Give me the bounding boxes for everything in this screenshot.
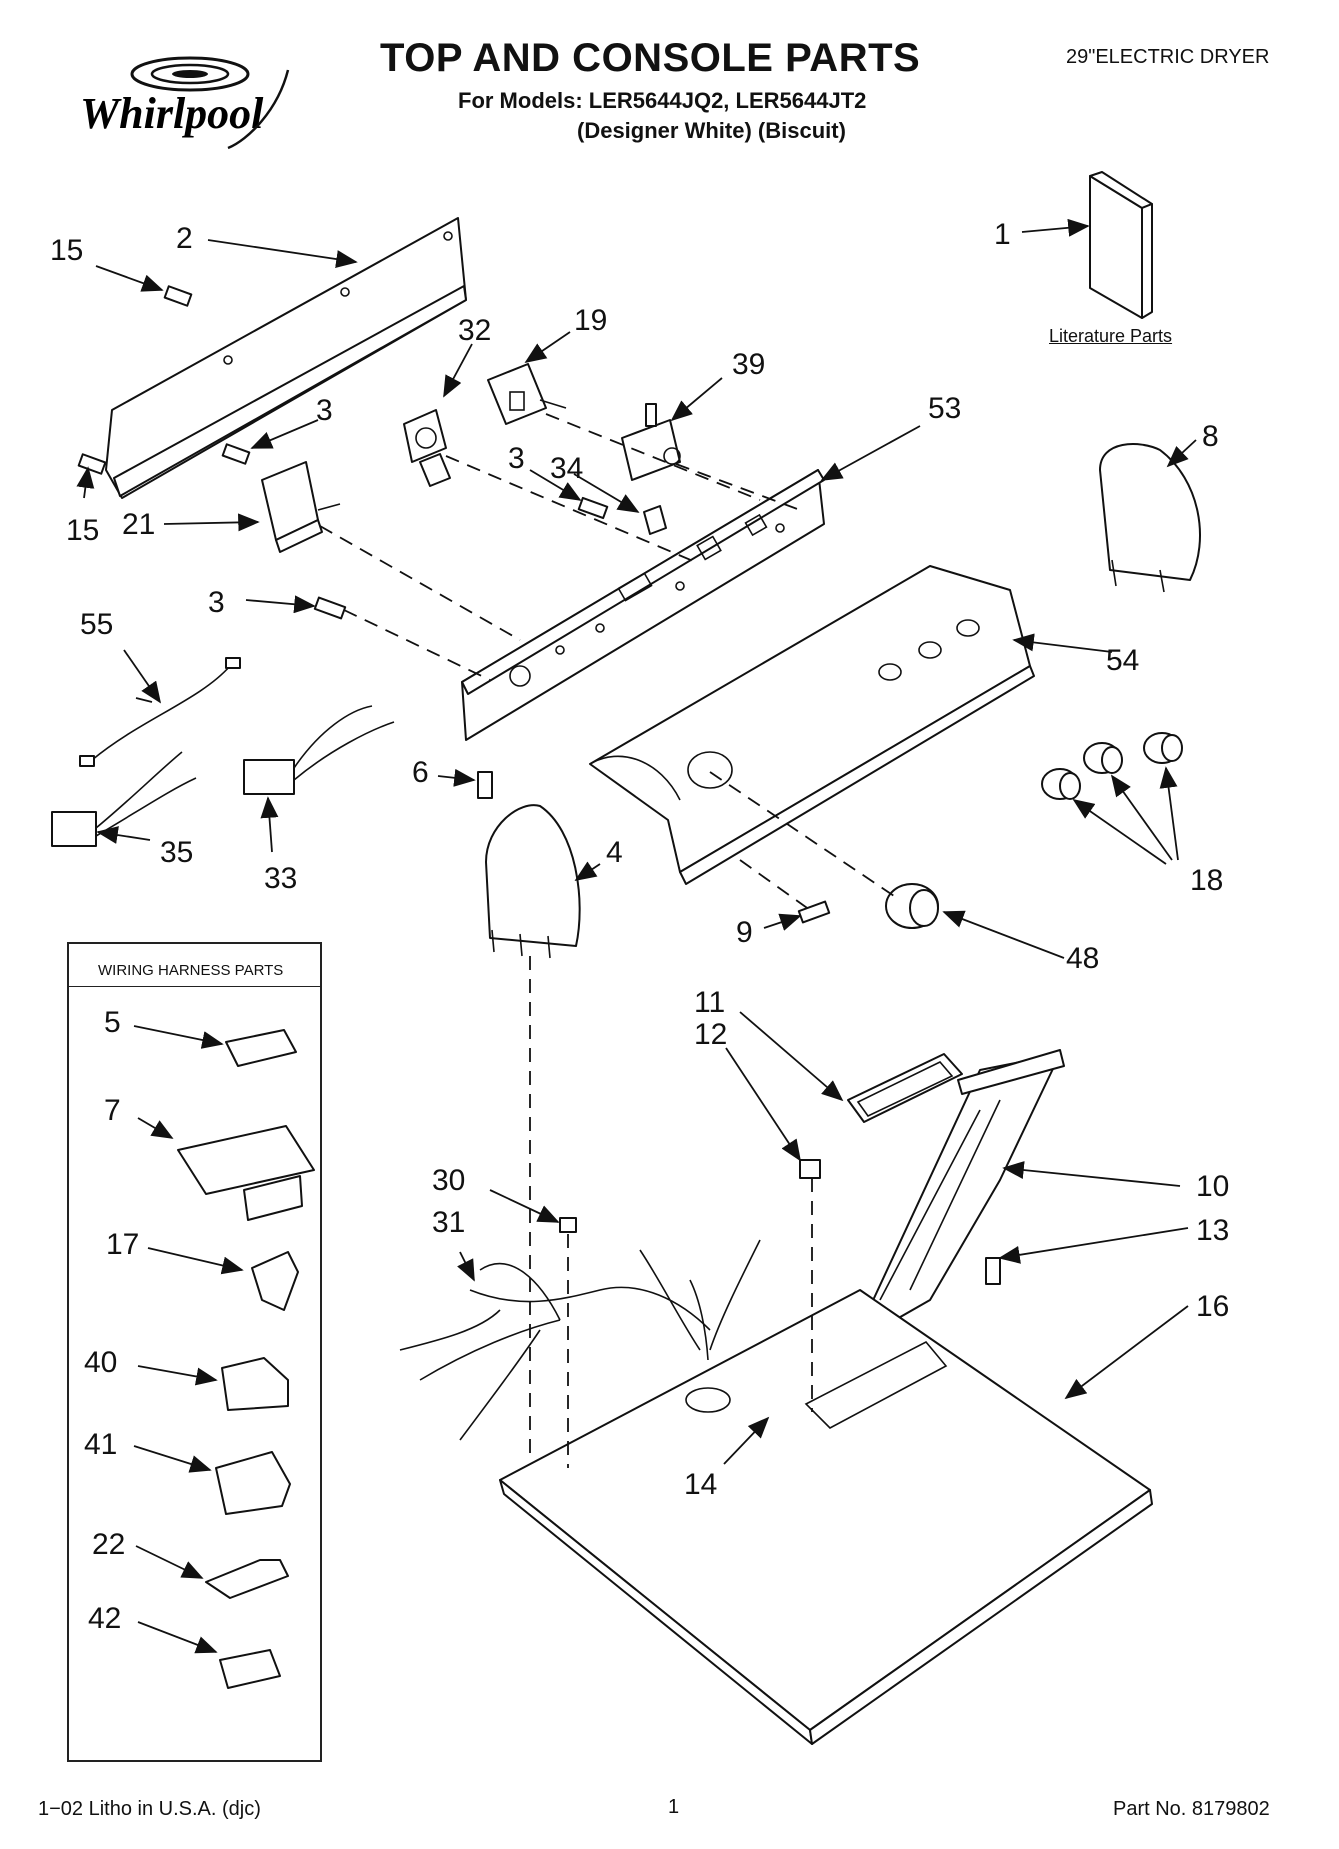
models-line: For Models: LER5644JQ2, LER5644JT2 <box>458 88 867 113</box>
part-4-end-cap-left <box>485 804 581 959</box>
part-35-harness <box>51 751 197 847</box>
callout-15-upper: 15 <box>50 234 83 267</box>
callout-34: 34 <box>550 452 583 485</box>
harness-box-divider <box>67 986 322 987</box>
screw-6 <box>477 771 493 799</box>
callout-7: 7 <box>104 1094 121 1127</box>
callout-3-upper: 3 <box>316 394 333 427</box>
callout-40: 40 <box>84 1346 117 1379</box>
part-32-switch <box>403 409 451 487</box>
screw-15-upper <box>163 285 193 307</box>
callout-22: 22 <box>92 1528 125 1561</box>
footer-print-info: 1−02 Litho in U.S.A. (djc) <box>38 1798 261 1820</box>
callout-3-lower: 3 <box>208 586 225 619</box>
callout-1: 1 <box>994 218 1011 251</box>
part-55-wire <box>79 657 241 767</box>
callout-11: 11 <box>694 986 725 1019</box>
callout-16: 16 <box>1196 1290 1229 1323</box>
svg-text:Whirlpool: Whirlpool <box>80 89 264 138</box>
product-type: 29"ELECTRIC DRYER <box>1066 46 1270 68</box>
part-18-knob-2 <box>1083 742 1123 774</box>
part-1-literature-booklet <box>1089 171 1153 319</box>
harness-part-41 <box>215 1451 291 1515</box>
callout-18: 18 <box>1190 864 1223 897</box>
part-31-main-harness <box>399 1239 761 1441</box>
callout-12: 12 <box>694 1018 727 1051</box>
part-39-switch <box>621 403 681 481</box>
part-13-screw <box>985 1257 1001 1285</box>
part-16-dryer-top <box>499 1289 1153 1745</box>
harness-part-42 <box>219 1649 281 1689</box>
harness-part-17 <box>251 1251 299 1311</box>
callout-3-middle: 3 <box>508 442 525 475</box>
part-54-console <box>589 565 1035 885</box>
callout-55: 55 <box>80 608 113 641</box>
callout-4: 4 <box>606 836 623 869</box>
part-12-clip <box>799 1159 821 1179</box>
callout-17: 17 <box>106 1228 139 1261</box>
callout-31: 31 <box>432 1206 465 1239</box>
callout-21: 21 <box>122 508 155 541</box>
callout-48: 48 <box>1066 942 1099 975</box>
part-11-lint-screen <box>847 1053 963 1123</box>
harness-part-40 <box>221 1357 289 1411</box>
callout-39: 39 <box>732 348 765 381</box>
screw-3-upper <box>221 443 251 465</box>
literature-parts-label: Literature Parts <box>1049 326 1173 346</box>
part-2-rear-panel <box>105 217 467 499</box>
harness-box-title: WIRING HARNESS PARTS <box>98 962 284 979</box>
page-title: TOP AND CONSOLE PARTS <box>380 36 921 80</box>
callout-13: 13 <box>1196 1214 1229 1247</box>
screw-3-lower <box>313 596 347 620</box>
part-8-end-cap-right <box>1099 443 1201 593</box>
callout-33: 33 <box>264 862 297 895</box>
callout-42: 42 <box>88 1602 121 1635</box>
callout-9: 9 <box>736 916 753 949</box>
callout-numbers: 1 2 15 3 15 21 3 32 19 39 3 34 53 8 54 5… <box>50 218 1229 1635</box>
callout-41: 41 <box>84 1428 117 1461</box>
part-18-knob-3 <box>1041 768 1081 800</box>
callout-53: 53 <box>928 392 961 425</box>
harness-part-5 <box>225 1029 297 1067</box>
part-18-knob-1 <box>1143 732 1183 764</box>
variants-line: (Designer White) (Biscuit) <box>577 118 846 143</box>
whirlpool-logo: Whirlpool <box>80 56 290 150</box>
wiring-harness-parts-box <box>67 942 322 1762</box>
screw-15-lower <box>77 453 107 475</box>
callout-30: 30 <box>432 1164 465 1197</box>
assembly-dashed-lines <box>319 413 901 1468</box>
screw-3-middle <box>577 496 609 520</box>
callout-8: 8 <box>1202 420 1219 453</box>
callout-19: 19 <box>574 304 607 337</box>
footer-part-number: Part No. 8179802 <box>1113 1798 1270 1820</box>
callout-leaders <box>76 218 1197 1654</box>
harness-part-22 <box>205 1559 289 1599</box>
part-30-clip <box>559 1217 577 1233</box>
part-48-start-knob <box>885 883 939 929</box>
callout-2: 2 <box>176 222 193 255</box>
callout-10: 10 <box>1196 1170 1229 1203</box>
part-34-clip <box>643 505 667 535</box>
footer-page-number: 1 <box>668 1796 680 1818</box>
callout-35: 35 <box>160 836 193 869</box>
part-19-switch <box>487 363 567 425</box>
callout-32: 32 <box>458 314 491 347</box>
harness-part-7 <box>177 1125 315 1221</box>
callout-5: 5 <box>104 1006 121 1039</box>
callout-6: 6 <box>412 756 429 789</box>
callout-54: 54 <box>1106 644 1139 677</box>
part-33-harness <box>243 705 395 795</box>
part-21-timer <box>261 461 341 553</box>
callout-15-lower: 15 <box>66 514 99 547</box>
callout-14: 14 <box>684 1468 717 1501</box>
